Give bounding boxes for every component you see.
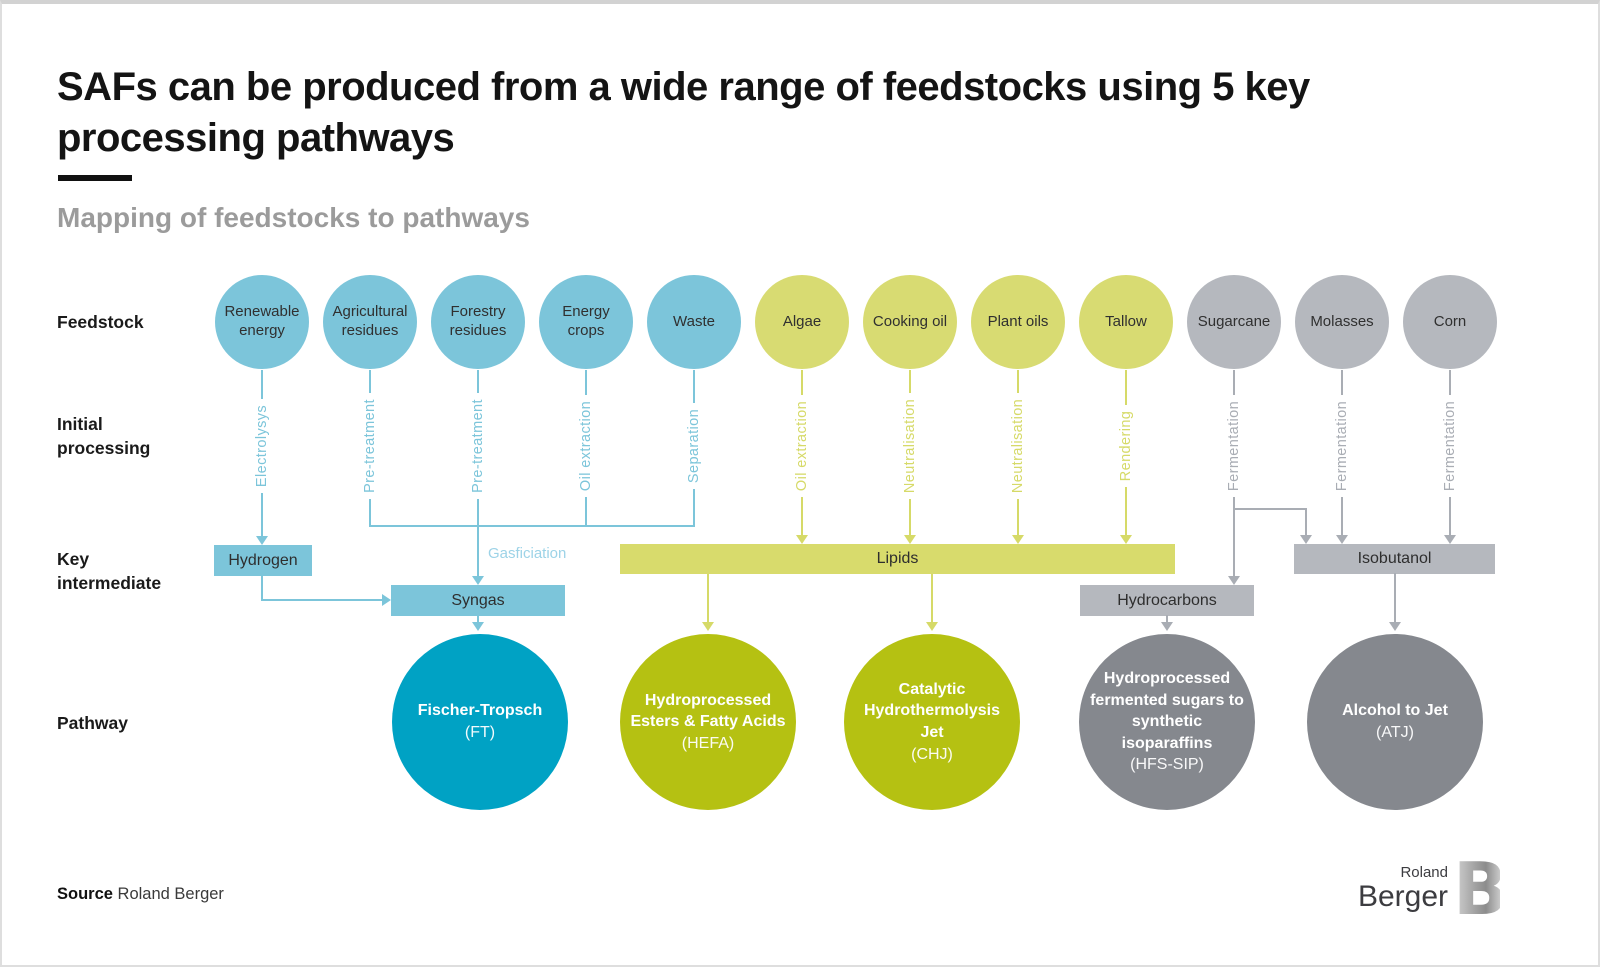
logo-text-roland: Roland xyxy=(1400,863,1448,881)
svg-text:B: B xyxy=(1456,856,1500,920)
title-underline-dash xyxy=(58,175,132,181)
connector-line xyxy=(1394,573,1396,623)
feedstock-label: Tallow xyxy=(1105,312,1147,330)
source-label: Source xyxy=(57,885,113,903)
connector-line xyxy=(1305,508,1307,536)
process-label-separation: Separation xyxy=(684,361,704,531)
arrowhead-down-icon xyxy=(702,622,714,631)
arrowhead-down-icon xyxy=(796,535,808,544)
feedstock-label: Agricultural residues xyxy=(332,303,408,339)
feedstock-circle-renewable-energy: Renewable energy xyxy=(215,275,309,369)
feedstock-label: Sugarcane xyxy=(1197,312,1271,330)
feedstock-circle-corn: Corn xyxy=(1403,275,1497,369)
feedstock-label: Cooking oil xyxy=(872,312,948,330)
process-label-neutralisation: Neutralisation xyxy=(1008,361,1028,531)
intermediate-bar-lipids: Lipids xyxy=(620,544,1175,574)
intermediate-box-syngas: Syngas xyxy=(391,585,565,616)
feedstock-circle-algae: Algae xyxy=(755,275,849,369)
arrowhead-down-icon xyxy=(1012,535,1024,544)
feedstock-circle-waste: Waste xyxy=(647,275,741,369)
pathway-circle-hefa: Hydroprocessed Esters & Fatty Acids (HEF… xyxy=(620,634,796,810)
arrowhead-down-icon xyxy=(472,622,484,631)
feedstock-circle-tallow: Tallow xyxy=(1079,275,1173,369)
fermentation-branch-line xyxy=(1233,508,1307,510)
process-label-fermentation: Fermentation xyxy=(1332,361,1352,531)
gasification-label: Gasficiation xyxy=(488,545,567,562)
row-label-feedstock: Feedstock xyxy=(57,312,144,332)
process-label-oil-extraction: Oil extraction xyxy=(576,361,596,531)
page-title: SAFs can be produced from a wide range o… xyxy=(57,65,1310,161)
intermediate-bar-isobutanol: Isobutanol xyxy=(1294,544,1495,574)
feedstock-circle-molasses: Molasses xyxy=(1295,275,1389,369)
feedstock-label: Forestry residues xyxy=(449,303,507,339)
connector-line xyxy=(1166,615,1168,624)
arrowhead-down-icon xyxy=(1300,535,1312,544)
feedstock-label: Energy crops xyxy=(562,303,610,339)
process-label-pre-treatment: Pre-treatment xyxy=(360,361,380,531)
page-subtitle: Mapping of feedstocks to pathways xyxy=(57,202,530,233)
arrowhead-down-icon xyxy=(1161,622,1173,631)
source-note: Source Roland Berger xyxy=(57,885,224,904)
feedstock-circle-sugarcane: Sugarcane xyxy=(1187,275,1281,369)
arrowhead-down-icon xyxy=(1120,535,1132,544)
gasification-bracket-line xyxy=(369,525,695,527)
feedstock-circle-cooking-oil: Cooking oil xyxy=(863,275,957,369)
feedstock-circle-forestry-residues: Forestry residues xyxy=(431,275,525,369)
process-label-electrolysys: Electrolysys xyxy=(252,361,272,531)
pathway-circle-atj: Alcohol to Jet (ATJ) xyxy=(1307,634,1483,810)
process-label-rendering: Rendering xyxy=(1116,361,1136,531)
feedstock-label: Corn xyxy=(1433,312,1467,330)
roland-berger-b-mark-icon: B xyxy=(1456,856,1500,920)
source-value: Roland Berger xyxy=(117,885,224,903)
row-label-key-intermediate: Key intermediate xyxy=(57,549,162,593)
feedstock-label: Algae xyxy=(782,312,822,330)
feedstock-circle-plant-oils: Plant oils xyxy=(971,275,1065,369)
process-label-fermentation: Fermentation xyxy=(1224,361,1244,531)
arrowhead-down-icon xyxy=(926,622,938,631)
arrowhead-down-icon xyxy=(904,535,916,544)
feedstock-circle-agricultural-residues: Agricultural residues xyxy=(323,275,417,369)
row-label-pathway: Pathway xyxy=(57,713,128,733)
arrowhead-right-icon xyxy=(382,594,391,606)
feedstock-label: Plant oils xyxy=(987,312,1049,330)
logo-text-berger: Berger xyxy=(1357,879,1448,913)
arrowhead-down-icon xyxy=(1336,535,1348,544)
row-label-initial-processing: Initial processing xyxy=(57,414,151,458)
feedstock-label: Renewable energy xyxy=(224,303,300,339)
connector-line xyxy=(931,574,933,623)
pathway-circle-hfs-sip: Hydroprocessed fermented sugars to synth… xyxy=(1079,634,1255,810)
feedstock-label: Waste xyxy=(673,312,715,330)
process-label-fermentation: Fermentation xyxy=(1440,361,1460,531)
connector-line xyxy=(261,599,382,601)
process-label-pre-treatment: Pre-treatment xyxy=(468,361,488,531)
process-label-oil-extraction: Oil extraction xyxy=(792,361,812,531)
arrowhead-down-icon xyxy=(1228,576,1240,585)
intermediate-box-hydrogen: Hydrogen xyxy=(214,545,312,576)
intermediate-box-hydrocarbons: Hydrocarbons xyxy=(1080,585,1254,616)
roland-berger-logo: Roland Berger B xyxy=(1358,856,1500,920)
feedstock-circle-energy-crops: Energy crops xyxy=(539,275,633,369)
connector-line xyxy=(707,574,709,623)
connector-line xyxy=(477,615,479,624)
arrowhead-down-icon xyxy=(472,576,484,585)
connector-line xyxy=(261,575,263,601)
process-label-neutralisation: Neutralisation xyxy=(900,361,920,531)
pathway-circle-chj: Catalytic Hydrothermolysis Jet (CHJ) xyxy=(844,634,1020,810)
arrowhead-down-icon xyxy=(1389,622,1401,631)
arrowhead-down-icon xyxy=(256,536,268,545)
pathway-circle-fischer-tropsch: Fischer-Tropsch (FT) xyxy=(392,634,568,810)
arrowhead-down-icon xyxy=(1444,535,1456,544)
feedstock-label: Molasses xyxy=(1310,312,1374,330)
